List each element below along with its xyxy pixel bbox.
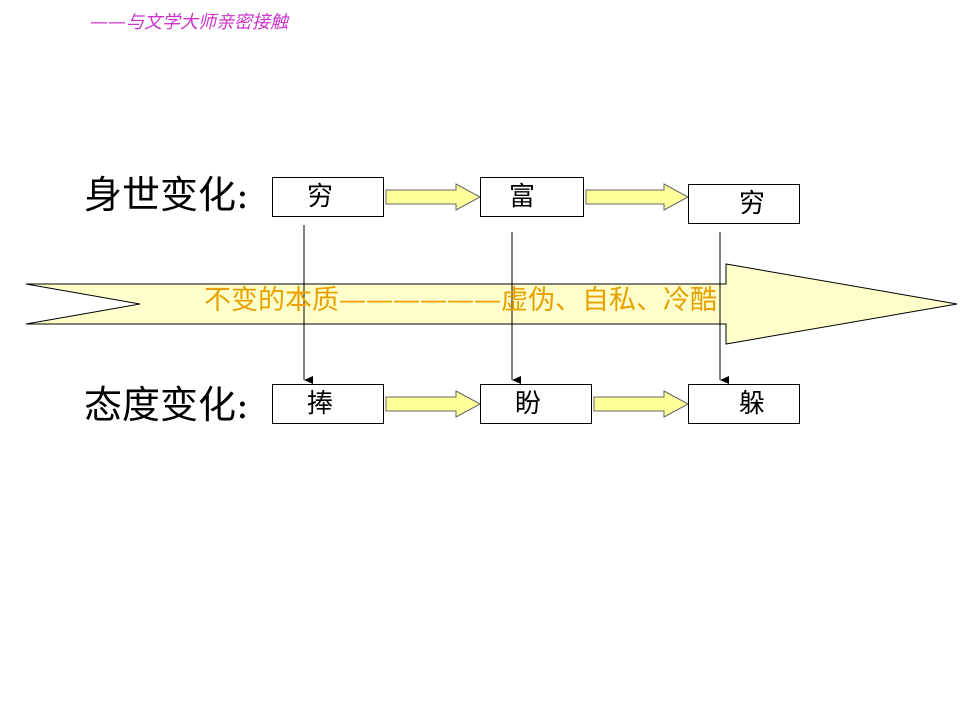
attitude-stage-2: 盼 xyxy=(480,384,592,424)
attitude-arrow-2 xyxy=(593,390,690,418)
attitude-arrow-1 xyxy=(385,390,482,418)
fortune-stage-2: 富 xyxy=(480,177,584,217)
fortune-arrow-1 xyxy=(385,183,482,211)
fortune-stage-1: 穷 xyxy=(272,177,384,217)
attitude-stage-1-label: 捧 xyxy=(307,389,334,419)
fortune-stage-3-label: 穷 xyxy=(739,189,766,219)
fortune-stage-1-label: 穷 xyxy=(307,182,334,212)
fortune-stage-3: 穷 xyxy=(688,184,800,224)
attitude-row-label: 态度变化: xyxy=(84,383,249,427)
attitude-stage-3: 躲 xyxy=(688,384,800,424)
essence-text: 不变的本质——————虚伪、自私、冷酷 xyxy=(204,285,717,316)
fortune-arrow-2 xyxy=(585,183,690,211)
essence-band-arrow xyxy=(25,263,958,345)
attitude-stage-2-label: 盼 xyxy=(515,389,542,419)
fortune-stage-2-label: 富 xyxy=(509,182,536,212)
fortune-row-label: 身世变化: xyxy=(84,173,249,217)
attitude-stage-1: 捧 xyxy=(272,384,384,424)
attitude-stage-3-label: 躲 xyxy=(739,389,766,419)
slide-subtitle: ——与文学大师亲密接触 xyxy=(90,12,288,33)
